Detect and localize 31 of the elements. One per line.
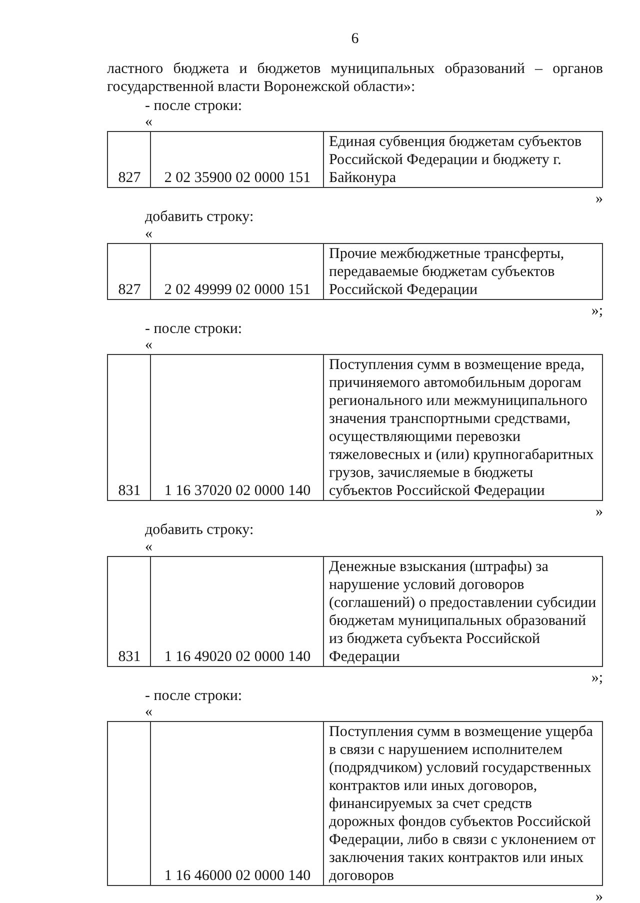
table-cell: Поступления сумм в возмещение вреда, причиняемого автомобильным дорогам регионального или межмуниципального значения транспортными средствами, осуществляющими перевозки тяжеловесных и (или) крупногабаритных грузов, зачисляемые в бюджеты субъектов Российской Федерации — [324, 354, 602, 500]
table-cell: 2 02 49999 02 0000 151 — [150, 243, 324, 299]
quote-mark: » — [596, 192, 603, 206]
table-cell: 1 16 37020 02 0000 140 — [150, 354, 324, 500]
table-cell: 831 — [108, 354, 150, 500]
quote-mark: « — [145, 339, 152, 352]
quote-mark: » — [596, 505, 603, 519]
table-cell: 831 — [108, 556, 150, 666]
table-cell: 827 — [108, 132, 150, 188]
table-cell: 1 16 49020 02 0000 140 — [150, 556, 324, 666]
table-cell: 1 16 46000 02 0000 140 — [150, 722, 324, 886]
table-cell: Прочие межбюджетные трансферты, передаваемые бюджетам субъектов Российской Федерации — [324, 243, 602, 299]
quote-mark: « — [145, 228, 152, 240]
quote-mark: » — [596, 890, 603, 903]
quote-mark: »; — [591, 304, 603, 318]
instruction-text: - после строки: — [145, 320, 242, 338]
table-cell: Единая субвенция бюджетам субъектов Российской Федерации и бюджету г. Байконура — [324, 132, 602, 188]
quote-mark: « — [145, 540, 152, 554]
instruction-text: добавить строку: — [145, 208, 254, 226]
table-cell: 827 — [108, 243, 150, 299]
instruction-text: - после строки: — [145, 686, 242, 705]
quote-mark: « — [145, 116, 152, 129]
quote-mark: »; — [591, 670, 603, 684]
page-number: 6 — [350, 30, 360, 48]
table-cell: 2 02 35900 02 0000 151 — [150, 132, 324, 188]
paragraph-text: ластного бюджета и бюджетов муниципальных образований – органов государственной власти Воронежской области»: — [107, 60, 603, 96]
table-cell: Денежные взыскания (штрафы) за нарушение условий договоров (соглашений) о предоставлении субсидии бюджетам муниципальных образований из бюджета субъекта Российской Федерации — [324, 556, 602, 666]
instruction-text: - после строки: — [145, 96, 242, 115]
instruction-text: добавить строку: — [145, 521, 254, 540]
table-cell: Поступления сумм в возмещение ущерба в связи с нарушением исполнителем (подрядчиком) условий государственных контрактов или иных договоров, финансируемых за счет средств дорожных фондов субъектов Российской Федерации, либо в связи с уклонением от заключения таких контрактов или иных договоров — [324, 722, 602, 886]
quote-mark: « — [145, 706, 152, 719]
